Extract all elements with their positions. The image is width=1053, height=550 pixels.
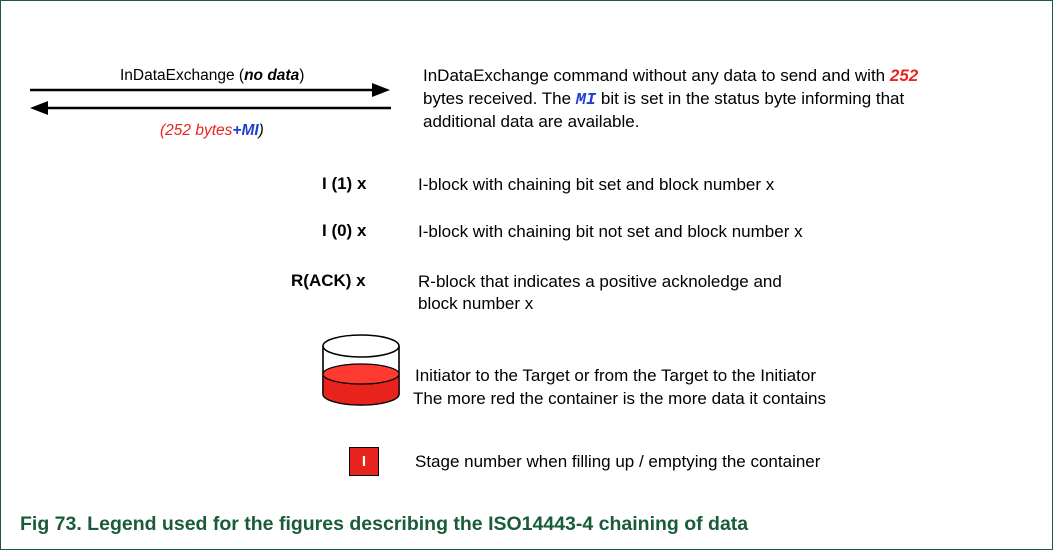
- desc-line2-text: bytes received. The: [423, 89, 576, 108]
- legend-symbol-i1: I (1) x: [322, 174, 367, 193]
- legend-symbol-i0: I (0) x: [322, 221, 367, 240]
- response-mi: MI: [241, 122, 259, 139]
- exchange-arrows: [30, 83, 391, 115]
- exchange-label-prefix: InDataExchange (: [120, 67, 245, 84]
- container-desc-line2: The more red the container is the more d…: [413, 389, 826, 408]
- stage-desc: Stage number when filling up / emptying …: [415, 452, 821, 471]
- exchange-label: InDataExchange (no data): [120, 67, 304, 85]
- response-bytes: (252 bytes: [160, 122, 233, 139]
- response-label: (252 bytes+MI): [160, 122, 264, 140]
- exchange-label-suffix: ): [299, 67, 305, 84]
- exchange-label-nodata: no data: [244, 67, 300, 84]
- request-arrow: [30, 83, 390, 97]
- container-desc-line1: Initiator to the Target or from the Targ…: [415, 366, 816, 385]
- legend-desc-i1: I-block with chaining bit set and block …: [418, 175, 775, 194]
- response-arrow: [30, 101, 391, 115]
- exchange-desc-line3: additional data are available.: [423, 112, 640, 131]
- legend-desc-i0: I-block with chaining bit not set and bl…: [418, 222, 803, 241]
- desc-number-252: 252: [889, 66, 919, 85]
- legend-desc-rack-line1: R-block that indicates a positive acknol…: [418, 272, 782, 291]
- exchange-desc-line2: bytes received. The MI bit is set in the…: [423, 89, 904, 111]
- response-close: ): [258, 122, 264, 139]
- container-icon: [322, 334, 400, 406]
- desc-line1-text: InDataExchange command without any data …: [423, 66, 890, 85]
- desc-mi: MI: [575, 91, 597, 110]
- stage-number-box: I: [349, 447, 379, 476]
- exchange-desc-line1: InDataExchange command without any data …: [423, 66, 918, 86]
- response-plus: +: [232, 122, 242, 139]
- legend-symbol-rack: R(ACK) x: [291, 271, 366, 290]
- legend-desc-rack-line2: block number x: [418, 294, 534, 313]
- figure-caption: Fig 73. Legend used for the figures desc…: [20, 513, 749, 535]
- desc-line2-suffix: bit is set in the status byte informing …: [596, 89, 905, 108]
